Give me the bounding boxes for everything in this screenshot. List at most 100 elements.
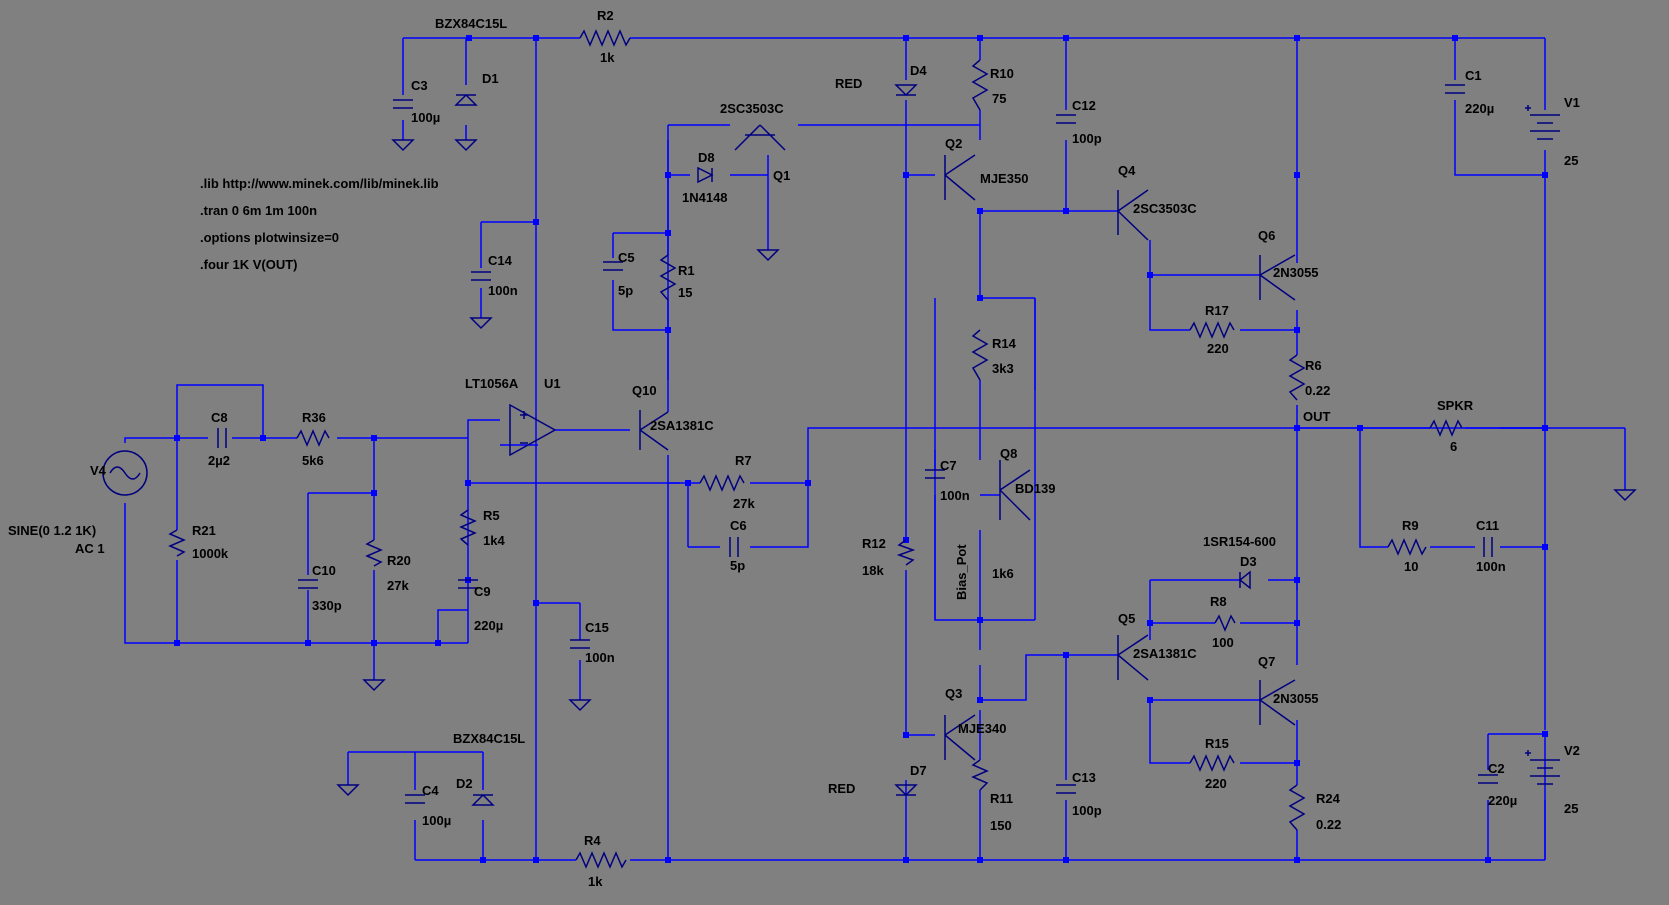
diode-icon (697, 166, 714, 184)
c4-value: 100µ (422, 813, 451, 828)
r20-value: 27k (387, 578, 409, 593)
v1-ref: V1 (1564, 95, 1580, 110)
resistor-icon (1189, 321, 1235, 339)
c12-ref: C12 (1072, 98, 1096, 113)
diode-icon (1238, 570, 1251, 590)
ground-icon (568, 699, 592, 712)
c5-ref: C5 (618, 250, 635, 265)
d2-ref: D2 (456, 776, 473, 791)
resistor-icon (1189, 754, 1235, 772)
resistor-icon (579, 29, 631, 47)
r2-value: 1k (600, 50, 615, 65)
r5-ref: R5 (483, 508, 500, 523)
ground-icon (469, 317, 493, 330)
junction (1542, 544, 1548, 550)
junction (1294, 327, 1300, 333)
r17-ref: R17 (1205, 303, 1229, 318)
q6-ref: Q6 (1258, 228, 1275, 243)
capacitor-icon (1483, 537, 1493, 557)
junction (1294, 172, 1300, 178)
sine-source-icon (102, 450, 148, 496)
junction (903, 732, 909, 738)
capacitor-icon (1056, 784, 1076, 794)
led-diode-icon (894, 784, 918, 797)
r15-ref: R15 (1205, 736, 1229, 751)
spkr-value: 6 (1450, 439, 1457, 454)
battery-icon (1525, 105, 1560, 140)
capacitor-icon (925, 469, 945, 479)
c9-value: 220µ (474, 618, 503, 633)
junction (1063, 208, 1069, 214)
resistor-icon (459, 509, 477, 546)
junction (480, 857, 486, 863)
d8-value: 1N4148 (682, 190, 728, 205)
q10-value: 2SA1381C (650, 418, 714, 433)
r8-value: 100 (1212, 635, 1234, 650)
junction (665, 172, 671, 178)
junction (174, 435, 180, 441)
junction (1294, 425, 1300, 431)
battery-icon (1525, 750, 1560, 785)
ground-icon (362, 679, 386, 692)
d4-value: RED (835, 76, 862, 91)
c15-value: 100n (585, 650, 615, 665)
d7-value: RED (828, 781, 855, 796)
ground-icon (336, 784, 360, 797)
r10-ref: R10 (990, 66, 1014, 81)
q4-value: 2SC3503C (1133, 201, 1197, 216)
c12-value: 100p (1072, 131, 1102, 146)
r36-ref: R36 (302, 410, 326, 425)
transistor-icon (1259, 679, 1296, 726)
junction (371, 435, 377, 441)
c13-value: 100p (1072, 803, 1102, 818)
u1-ref: U1 (544, 376, 561, 391)
q10-ref: Q10 (632, 383, 657, 398)
capacitor-icon (217, 428, 227, 448)
net-out-label: OUT (1303, 409, 1331, 424)
q8-value: BD139 (1015, 481, 1055, 496)
r1-ref: R1 (678, 263, 695, 278)
junction (466, 35, 472, 41)
opamp-icon (509, 403, 557, 457)
junction (977, 295, 983, 301)
junction (533, 600, 539, 606)
junction (305, 640, 311, 646)
c7-value: 100n (940, 488, 970, 503)
junction (533, 35, 539, 41)
junction (903, 857, 909, 863)
bias-pot-ref: Bias_Pot (954, 544, 969, 600)
c8-value: 2µ2 (208, 453, 230, 468)
q5-value: 2SA1381C (1133, 646, 1197, 661)
q5-ref: Q5 (1118, 611, 1135, 626)
capacitor-icon (298, 579, 318, 589)
resistor-icon (699, 474, 745, 492)
directive-lib: .lib http://www.minek.com/lib/minek.lib (200, 176, 439, 191)
capacitor-icon (1056, 114, 1076, 124)
c8-ref: C8 (211, 410, 228, 425)
junction (665, 327, 671, 333)
junction (1294, 760, 1300, 766)
junction (1542, 731, 1548, 737)
q2-ref: Q2 (945, 136, 962, 151)
r12-value: 18k (862, 563, 884, 578)
ground-icon (391, 139, 415, 152)
sine-wave-icon (109, 466, 141, 480)
resistor-icon (1288, 354, 1306, 401)
resistor-icon (971, 329, 989, 381)
c3-value: 100µ (411, 110, 440, 125)
capacitor-icon (1478, 774, 1498, 784)
junction (665, 230, 671, 236)
junction (977, 35, 983, 41)
junction (977, 697, 983, 703)
junction (533, 219, 539, 225)
v4-ref: V4 (90, 463, 107, 478)
junction (903, 35, 909, 41)
junction (1147, 272, 1153, 278)
ground-icon (756, 249, 780, 262)
d1-ref: D1 (482, 71, 499, 86)
r12-ref: R12 (862, 536, 886, 551)
d4-ref: D4 (910, 63, 927, 78)
r9-value: 10 (1404, 559, 1418, 574)
q3-ref: Q3 (945, 686, 962, 701)
